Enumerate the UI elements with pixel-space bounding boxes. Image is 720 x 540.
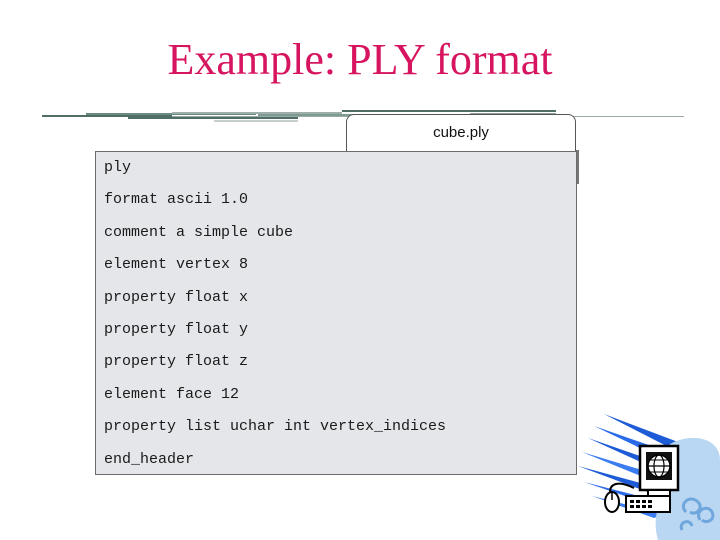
rule-segment [86,113,256,115]
code-line: property float y [104,320,249,338]
code-listing: ply format ascii 1.0 comment a simple cu… [95,151,577,475]
mouse-icon [604,482,635,513]
code-line: comment a simple cube [104,223,294,241]
code-line: end_header [104,450,195,468]
rule-segment [128,117,298,119]
code-line: ply [104,159,132,176]
rule-segment [214,120,298,122]
code-line: property float z [104,353,249,371]
code-line: format ascii 1.0 [104,191,249,209]
file-tab-label: cube.ply [433,124,489,141]
code-line: element vertex 8 [104,256,249,274]
code-line: element face 12 [104,385,240,403]
rule-segment [172,112,342,114]
code-line: property float x [104,288,249,306]
slide-title: Example: PLY format [167,35,553,84]
rule-segment [258,114,408,116]
tab-shadow [576,150,579,184]
rule-segment [342,110,556,112]
keyboard-icon [625,495,671,513]
computer-globe-clipart-icon [578,414,720,540]
rule-segment [42,115,172,117]
code-line: property list uchar int vertex_indices [104,418,447,436]
monitor-icon [638,444,680,497]
